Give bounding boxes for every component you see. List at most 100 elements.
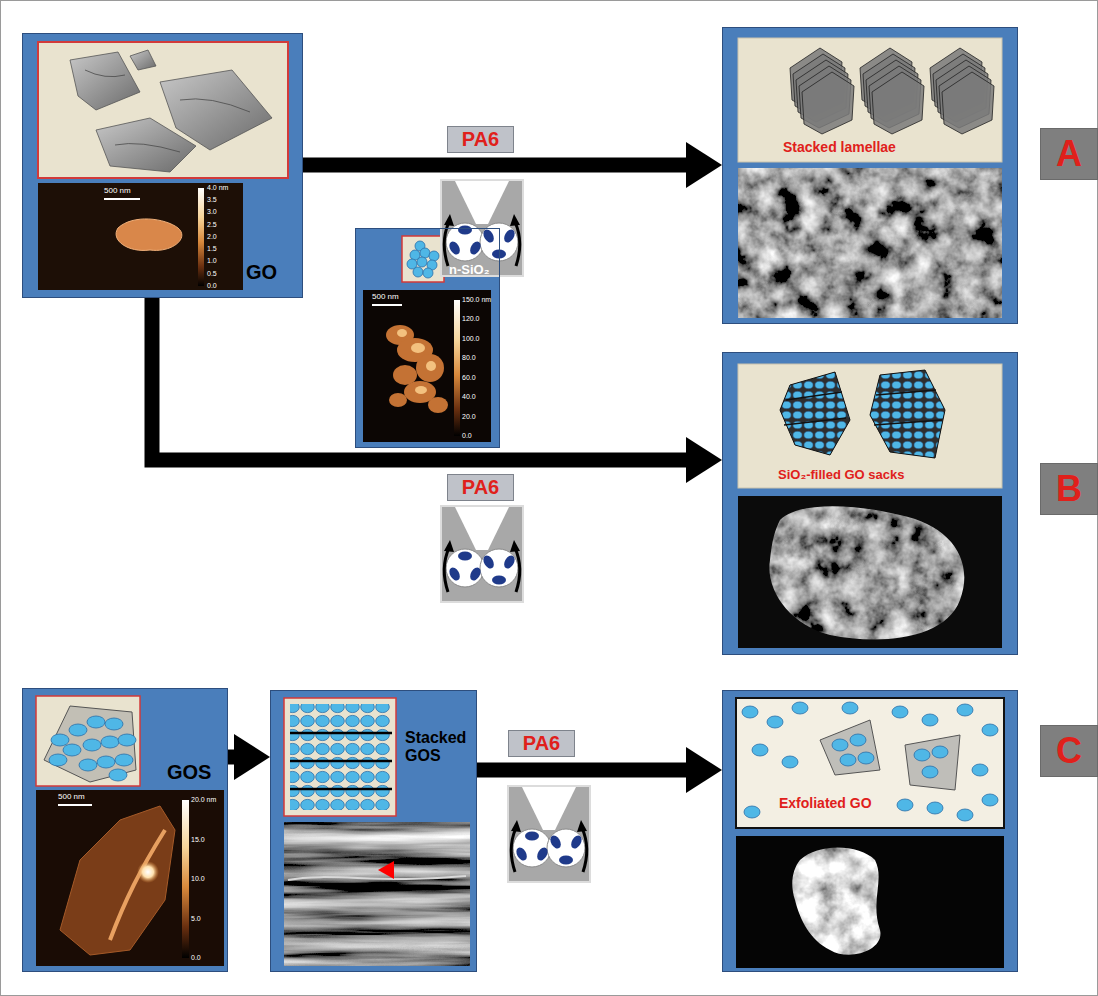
gos-sketch xyxy=(115,754,133,766)
go-sack-sketch xyxy=(870,370,945,458)
colorbar-tick: 150.0 nm xyxy=(462,296,491,303)
colorbar-tick: 1.0 xyxy=(207,257,217,264)
route-letter: B xyxy=(1056,468,1082,509)
colorbar-tick: 2.0 xyxy=(207,233,217,240)
afm-image xyxy=(415,386,427,394)
gos-sketch xyxy=(69,724,87,736)
matrix-name: PA6 xyxy=(462,128,499,151)
stacked-lamellae-sketch xyxy=(802,72,854,134)
panel-ground xyxy=(722,352,1018,655)
exfoliated-sketch xyxy=(905,735,960,790)
stacked-gos-sketch xyxy=(290,733,392,789)
panel-ground xyxy=(722,27,1018,324)
afm-image xyxy=(137,861,159,883)
afm-image xyxy=(416,354,444,382)
exfoliated-sketch xyxy=(922,766,938,778)
panel-ground xyxy=(22,688,228,972)
colorbar-tick: 4.0 nm xyxy=(207,184,228,191)
colorbar-tick: 80.0 xyxy=(462,354,476,361)
panel-ground xyxy=(22,27,1018,972)
panel-ground xyxy=(270,690,477,972)
silica-sketch xyxy=(423,268,433,278)
afm-image xyxy=(428,397,448,413)
exfoliated-sketch xyxy=(742,706,758,718)
exfoliated-sketch xyxy=(767,716,783,728)
sem-image xyxy=(284,822,470,966)
colorbar-tick: 15.0 xyxy=(191,836,205,843)
afm-image xyxy=(60,806,175,955)
label-holder: 120.0 xyxy=(462,315,480,322)
process-arrow xyxy=(303,158,686,173)
matrix-box: PA6 xyxy=(447,474,514,501)
scale-bar-label: 500 nm xyxy=(58,793,85,801)
label-holder: 2.5 xyxy=(207,221,217,228)
process-arrow xyxy=(228,750,234,765)
material-name: GOS xyxy=(167,761,211,784)
stacked-gos-sketch xyxy=(290,760,392,763)
label-holder: 0.0 xyxy=(462,432,472,439)
label-holder: 500 nm xyxy=(104,187,131,195)
panel-ground xyxy=(22,33,303,298)
result-panel: Stacked lamellae xyxy=(722,27,1018,324)
go-sack-sketch xyxy=(784,390,942,425)
go-sack-sketch xyxy=(780,372,850,455)
afm-image xyxy=(397,329,407,337)
exfoliated-sketch xyxy=(914,749,930,761)
label-holder: 0.5 xyxy=(207,270,217,277)
label-holder: 3.5 xyxy=(207,196,217,203)
gos-sketch xyxy=(36,696,140,786)
afm-image xyxy=(182,800,189,958)
exfoliated-sketch xyxy=(982,724,998,736)
sem-image xyxy=(736,836,1004,968)
sem-image xyxy=(736,836,1004,968)
silica-sketch xyxy=(417,257,427,267)
sem-image xyxy=(738,168,1002,318)
morphology-caption: SiO₂-filled GO sacks xyxy=(778,468,904,483)
morphology-caption: Stacked lamellae xyxy=(783,139,896,155)
exfoliated-sketch xyxy=(832,739,848,751)
go-sack-sketch xyxy=(738,364,1002,488)
colorbar-tick: 2.5 xyxy=(207,221,217,228)
sem-image xyxy=(738,496,1002,648)
exfoliated-sketch xyxy=(927,802,943,814)
colorbar-tick: 40.0 xyxy=(462,393,476,400)
process-arrow xyxy=(477,763,686,778)
material-panel: GOS xyxy=(22,688,228,972)
exfoliated-sketch xyxy=(736,698,1004,828)
route-tag: C xyxy=(1040,725,1098,777)
exfoliated-sketch xyxy=(972,764,988,776)
stacked-gos-sketch xyxy=(290,704,390,810)
gos-sketch xyxy=(118,734,136,746)
label-holder: 60.0 xyxy=(462,374,476,381)
afm-image xyxy=(36,790,224,966)
go-sheet-sketch xyxy=(85,70,125,77)
route-letter: A xyxy=(1056,133,1082,174)
afm-image xyxy=(411,343,425,353)
go-sheet-sketch xyxy=(70,52,140,110)
sem-image xyxy=(738,496,1002,648)
colorbar-tick: 0.5 xyxy=(207,270,217,277)
stacked-lamellae-sketch xyxy=(872,72,924,134)
label-holder: 2.0 xyxy=(207,233,217,240)
label-holder: 20.0 xyxy=(462,413,476,420)
afm-image xyxy=(58,804,92,806)
afm-image xyxy=(116,219,182,250)
go-sheet-sketch xyxy=(70,50,272,172)
silica-sketch xyxy=(429,251,439,261)
sem-image xyxy=(738,168,1002,318)
colorbar-tick: 5.0 xyxy=(191,915,201,922)
silica-sketch xyxy=(402,236,444,282)
extruder-symbol xyxy=(508,786,590,882)
label-holder: 40.0 xyxy=(462,393,476,400)
stacked-gos-sketch xyxy=(284,698,396,816)
route-letter: C xyxy=(1056,730,1082,771)
silica-sketch xyxy=(413,267,423,277)
material-name: GO xyxy=(246,261,277,284)
stacked-gos-sketch xyxy=(290,732,392,735)
afm-image xyxy=(110,830,165,940)
gos-sketch xyxy=(87,716,105,728)
exfoliated-sketch xyxy=(820,720,880,775)
